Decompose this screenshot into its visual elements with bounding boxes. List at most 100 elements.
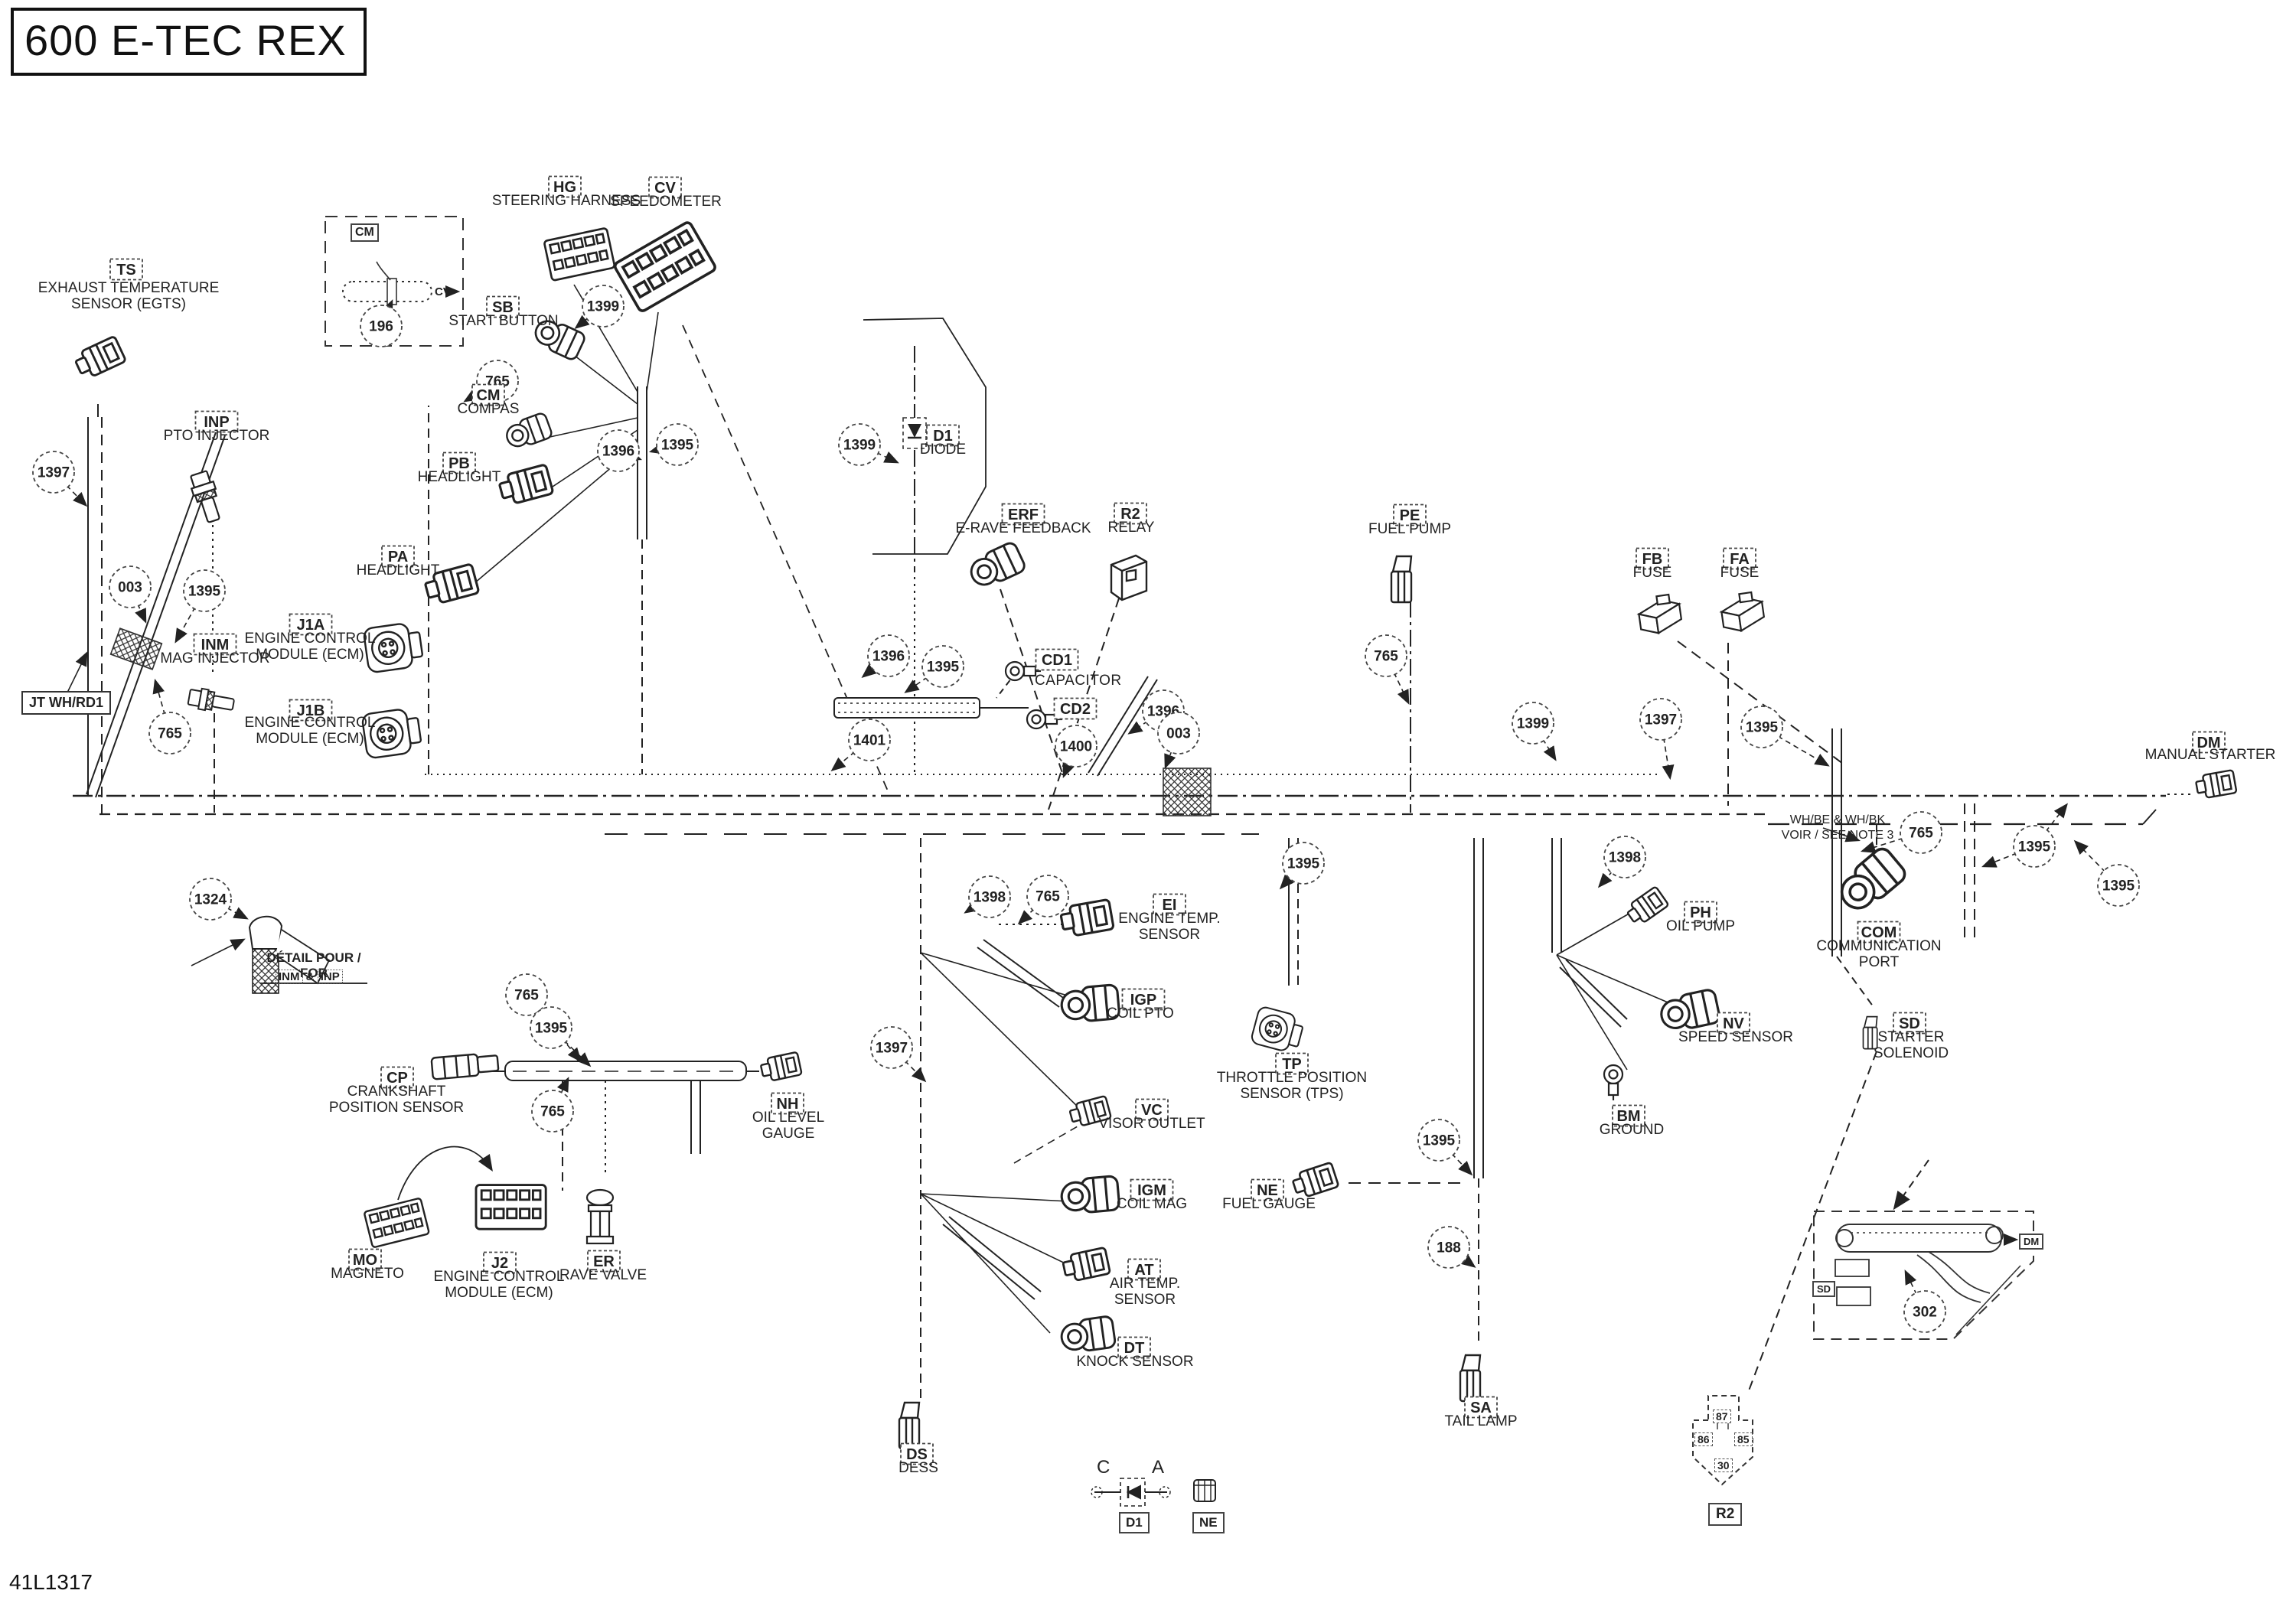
component-code-CP: CP xyxy=(386,1070,408,1087)
component-code-J1B: J1B xyxy=(297,702,325,719)
callout-765-29: 765 xyxy=(531,1077,574,1133)
callout-765-23: 765 xyxy=(1860,811,1942,854)
component-name-PB: HEADLIGHT xyxy=(418,469,501,485)
component-code-CD1: CD1 xyxy=(1042,652,1072,669)
detail-tag-inp: INP xyxy=(317,970,343,984)
label-box-DM xyxy=(2192,731,2226,754)
cyl-connector-icon xyxy=(502,411,554,453)
callout-circle xyxy=(968,875,1011,918)
callout-circle xyxy=(1740,706,1783,748)
callout-1399-17: 1399 xyxy=(1512,702,1557,761)
component-code-IGM: IGM xyxy=(1137,1182,1166,1199)
component-name-FB: FUSE xyxy=(1633,565,1672,581)
relay-pin-85: 85 xyxy=(1734,1432,1753,1446)
callout-number: 1395 xyxy=(927,660,960,676)
component-code-AT: AT xyxy=(1134,1262,1153,1279)
callout-188-31: 188 xyxy=(1427,1226,1476,1269)
callout-leader xyxy=(891,1047,927,1083)
plug-connector-icon xyxy=(758,1051,803,1084)
cyl-connector-icon xyxy=(1058,1315,1117,1355)
callout-circle xyxy=(1417,1119,1460,1162)
label-box-NH xyxy=(771,1092,804,1115)
label-box-VC xyxy=(1135,1098,1169,1121)
diode-symbol-main xyxy=(902,417,927,449)
callout-number: 1395 xyxy=(661,438,694,454)
callout-number: 765 xyxy=(1035,889,1060,905)
label-box-PB xyxy=(442,451,476,474)
callout-circle xyxy=(2097,864,2140,907)
callout-302-34: 302 xyxy=(1903,1269,1946,1333)
component-code-DT: DT xyxy=(1124,1340,1145,1357)
component-name-D1: DIODE xyxy=(920,442,966,458)
callout-circle xyxy=(148,712,191,754)
plug-connector-icon xyxy=(496,463,555,507)
callout-leader xyxy=(904,666,944,693)
label-box-NE xyxy=(1251,1178,1284,1201)
label-box-IGM xyxy=(1130,1178,1174,1201)
callout-1397-1: 1397 xyxy=(32,451,88,507)
component-code-TS: TS xyxy=(116,262,136,279)
callout-number: 1399 xyxy=(843,438,876,454)
callout-number: 1398 xyxy=(1609,850,1641,866)
detail-caption: DÉTAIL POUR / FOR xyxy=(260,950,367,984)
label-box-SA xyxy=(1464,1396,1498,1419)
valve-connector-icon xyxy=(585,1188,615,1245)
component-code-HG: HG xyxy=(553,179,576,196)
label-box-BM xyxy=(1612,1104,1645,1127)
component-code-SA: SA xyxy=(1470,1400,1492,1416)
cyl-connector-icon xyxy=(1831,843,1910,919)
callout-number: 1395 xyxy=(1423,1133,1456,1149)
component-code-NH: NH xyxy=(777,1096,799,1113)
component-name-CM: COMPAS xyxy=(458,401,520,417)
inset-sd-label: SD xyxy=(1812,1281,1836,1297)
component-name-ERF: E-RAVE FEEDBACK xyxy=(955,520,1091,536)
relay-pin-86: 86 xyxy=(1694,1432,1713,1446)
component-name-INM: MAG INJECTOR xyxy=(160,650,269,666)
plug-connector-icon xyxy=(2193,768,2238,800)
tallplug-connector-icon xyxy=(898,1401,921,1450)
injector-connector-icon xyxy=(186,686,236,716)
label-box-FB xyxy=(1636,547,1669,570)
component-name-NE: FUEL GAUGE xyxy=(1222,1196,1316,1212)
callout-number: 1397 xyxy=(1645,712,1677,728)
component-name-PH: OIL PUMP xyxy=(1666,918,1735,934)
inset-cv-label: CV xyxy=(435,285,451,298)
callout-number: 765 xyxy=(1374,649,1398,665)
component-name-INP: PTO INJECTOR xyxy=(164,428,270,444)
label-box-SB xyxy=(486,295,520,318)
legend-cathode-label: C xyxy=(1097,1457,1110,1478)
cyl-connector-icon xyxy=(1058,1175,1121,1216)
wire-label-jt-whrd1: JT WH/RD1 xyxy=(21,691,112,715)
component-name-NV: SPEED SENSOR xyxy=(1678,1029,1793,1045)
component-code-EI: EI xyxy=(1163,897,1177,914)
component-code-BM: BM xyxy=(1616,1108,1640,1125)
block-connector-icon xyxy=(543,227,616,282)
relay-pinout-code: R2 xyxy=(1708,1503,1743,1526)
callout-circle xyxy=(1903,1290,1946,1333)
component-name-BM: GROUND xyxy=(1600,1122,1664,1138)
callout-number: 1397 xyxy=(38,465,70,481)
detail-caption-tags: INM & INP xyxy=(276,970,343,984)
plug-connector-icon xyxy=(71,334,128,382)
component-code-INM: INM xyxy=(201,637,230,653)
label-box-CD2 xyxy=(1053,697,1097,720)
label-box-ERF xyxy=(1001,503,1045,526)
callout-1395-32: 1395 xyxy=(1417,1119,1473,1176)
callout-circle xyxy=(2013,825,2056,868)
